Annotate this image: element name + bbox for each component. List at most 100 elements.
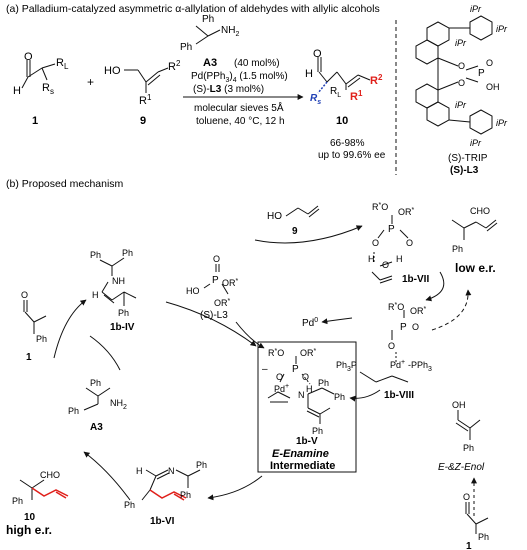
high-er-cho: CHO <box>40 470 60 480</box>
product-10-red-double <box>55 491 67 499</box>
arrow-v-to-vi <box>207 475 263 501</box>
viii-ph3p: Ph3P <box>336 360 357 373</box>
trip-oh: OH <box>486 82 500 92</box>
arrow-vi-to-products <box>83 451 131 501</box>
viii-pph3: -PPh3 <box>408 360 432 373</box>
a3-ph-top: Ph <box>90 378 101 388</box>
product-rs: Rs <box>310 93 321 106</box>
v-ph-3: Ph <box>312 426 323 436</box>
v-ro: R*O <box>268 348 284 358</box>
arrow-iv-to-v <box>165 301 257 347</box>
trip-catalyst-structure <box>415 15 493 135</box>
l3-p: P <box>212 275 219 286</box>
product-hashed-bond <box>317 81 328 94</box>
vii-or: OR* <box>398 207 415 217</box>
catalyst-l3-b <box>203 264 229 295</box>
v-n: N <box>298 390 305 400</box>
viii-p: P <box>400 322 407 333</box>
left-aldehyde-ph: Ph <box>36 334 47 344</box>
aldehyde-bottom-o: O <box>463 492 470 502</box>
vii-o-left: O <box>372 238 379 248</box>
box-line-2: Intermediate <box>270 460 335 472</box>
alcohol-label: 9 <box>140 115 146 127</box>
low-er-text: low e.r. <box>455 261 496 275</box>
vi-ph-3: Ph <box>124 500 135 510</box>
v-ph-1: Ph <box>318 378 329 388</box>
product-yield: 66-98% <box>330 138 365 149</box>
aldehyde-label: 1 <box>32 115 38 127</box>
reagent-pd: Pd(PPh3)4 (1.5 mol%) <box>191 71 288 84</box>
vii-label: 1b-VII <box>402 274 429 285</box>
panel-a-title: (a) Palladium-catalyzed asymmetric α-all… <box>6 3 380 15</box>
product-rl: RL <box>330 86 341 99</box>
enol-label: E-&Z-Enol <box>438 462 485 473</box>
vi-ph-2: Ph <box>180 490 191 500</box>
reagent-a3-loading: (40 mol%) <box>234 58 280 69</box>
reagent-sieves: molecular sieves 5Å <box>194 101 284 114</box>
v-o-left: O <box>276 372 283 382</box>
high-er-ph: Ph <box>12 496 23 506</box>
vii-p: P <box>388 224 395 235</box>
viii-label: 1b-VIII <box>384 390 414 401</box>
vi-label: 1b-VI <box>150 516 175 527</box>
allyl-ho: HO <box>267 211 282 222</box>
alcohol-r1: R1 <box>139 93 152 107</box>
box-line-1: E-Enamine <box>272 448 329 460</box>
vi-red-double <box>173 493 185 501</box>
enol-ph: Ph <box>463 443 474 453</box>
aldehyde-bottom-ph: Ph <box>478 532 489 542</box>
l3-or: OR* <box>222 278 239 288</box>
pd0: Pd0 <box>302 317 318 329</box>
reagent-l3: (S)-L3 (3 mol%) <box>193 84 264 95</box>
amine-ph-left: Ph <box>180 42 192 53</box>
left-aldehyde-label: 1 <box>26 352 32 363</box>
complex-1b-viii <box>359 310 409 383</box>
complex-1b-v <box>267 356 335 424</box>
trip-o-top: O <box>458 61 465 71</box>
trip-ipr-3: iPr <box>455 38 467 48</box>
v-or: OR* <box>300 348 317 358</box>
reagent-a3: A3 <box>203 57 217 69</box>
vii-ro: R*O <box>372 202 388 212</box>
plus-sign: + <box>87 75 94 89</box>
product-10-red-chain <box>31 487 69 497</box>
alcohol-r2: R2 <box>168 59 181 73</box>
product-o: O <box>313 48 322 60</box>
product-h: H <box>305 68 313 80</box>
product-ee: up to 99.6% ee <box>318 150 386 161</box>
enamine-box <box>257 341 357 473</box>
viii-or: OR* <box>410 306 427 316</box>
arrow-1-to-iv <box>53 299 87 359</box>
product-r2: R2 <box>370 73 383 87</box>
viii-o: O <box>412 322 419 332</box>
arrow-9-to-vii <box>254 225 363 244</box>
l3-label-b: (S)-L3 <box>200 310 228 321</box>
v-minus: – <box>262 364 268 375</box>
product-label: 10 <box>336 115 348 127</box>
iv-ph-2: Ph <box>122 248 133 258</box>
iminium-1b-vi <box>141 469 201 501</box>
aldehyde-h: H <box>13 85 21 97</box>
aldehyde-1-left <box>23 300 47 334</box>
panel-b-title: (b) Proposed mechanism <box>6 178 124 190</box>
viii-ro: R*O <box>388 302 404 312</box>
alcohol-ho: HO <box>104 65 121 77</box>
high-er-text: high e.r. <box>6 523 52 537</box>
a3-label-b: A3 <box>90 422 103 433</box>
arrow-l3-to-v <box>235 321 265 349</box>
viii-o-lower: O <box>388 341 395 351</box>
vii-h-right: H <box>396 254 403 264</box>
allyl-label-b: 9 <box>292 226 298 237</box>
a3-ph-left: Ph <box>68 406 79 416</box>
amine-nh2: NH2 <box>221 25 239 38</box>
aldehyde-bottom-label: 1 <box>466 541 472 550</box>
v-o-right: O <box>302 372 309 382</box>
aldehyde-rl: RL <box>56 57 69 71</box>
arrow-viii-to-pd0 <box>321 317 353 325</box>
vii-o-bottom: O <box>382 260 389 270</box>
vii-h-left: H <box>368 254 375 264</box>
aldehyde-rs: Rs <box>42 82 54 96</box>
trip-ipr-6: iPr <box>470 138 482 148</box>
l3-ho: HO <box>186 286 200 296</box>
